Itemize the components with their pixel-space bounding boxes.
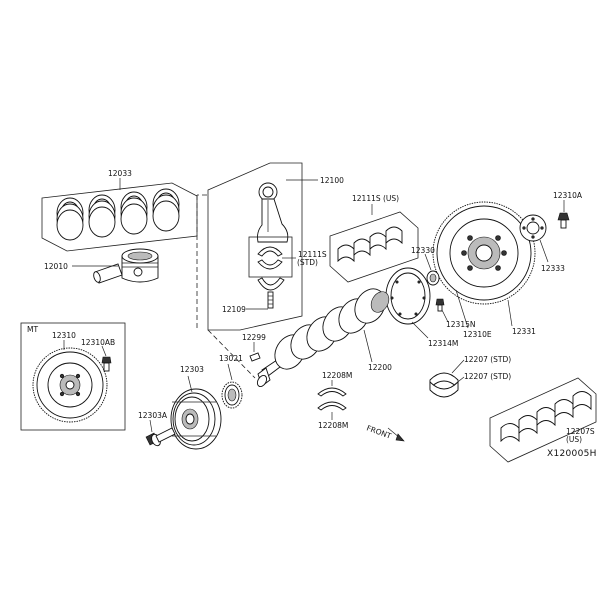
- piston-icon: [121, 248, 159, 283]
- label-12310e: 12310E: [463, 330, 492, 339]
- label-12333: 12333: [541, 264, 565, 273]
- label-12207-std-b: 12207 (STD): [464, 372, 511, 381]
- bolt-12310a-icon: [557, 212, 570, 229]
- pulley-bolt-icon: [145, 427, 176, 447]
- label-12303: 12303: [180, 365, 204, 374]
- label-12208m-a: 12208M: [322, 371, 352, 380]
- label-12111s-us: 12111S (US): [352, 194, 399, 203]
- connecting-rod-icon: [257, 182, 289, 243]
- thrust-washer-icon: [317, 387, 347, 411]
- mt-flywheel-icon: [32, 347, 108, 423]
- label-12010: 12010: [44, 262, 68, 271]
- bolt-12315n-icon: [435, 298, 445, 312]
- rod-bearing-frame: [248, 236, 293, 278]
- bolt-12310ab-icon: [101, 356, 112, 372]
- rod-cap-icon: [257, 277, 285, 309]
- main-bearing-us-set-icon: [500, 391, 592, 443]
- bearing-us-set-icon: [337, 226, 403, 263]
- label-12315n: 12315N: [446, 320, 475, 329]
- crankshaft-icon: [256, 288, 390, 388]
- adapter-plate-icon: [519, 214, 547, 242]
- crank-pulley-icon: [170, 388, 222, 450]
- label-12207s-b: (US): [566, 435, 582, 444]
- rear-plate-icon: [385, 267, 431, 325]
- label-12207s-a: 12207S: [566, 427, 595, 436]
- label-12111s-std-a: 12111S: [298, 250, 327, 259]
- crank-sprocket-icon: [221, 381, 243, 409]
- label-12310a: 12310A: [553, 191, 583, 200]
- mt-label: MT: [27, 325, 38, 334]
- piston-pin-icon: [93, 263, 123, 284]
- oil-seal-icon: [426, 270, 440, 286]
- label-12111s-std-b: (STD): [297, 258, 318, 267]
- front-label: FRONT: [365, 423, 393, 440]
- label-12299: 12299: [242, 333, 266, 342]
- main-bearing-us-frame: [489, 377, 597, 463]
- label-12200: 12200: [368, 363, 392, 372]
- label-13021: 13021: [219, 354, 243, 363]
- label-12033: 12033: [108, 169, 132, 178]
- diagram-ref-code: X120005H: [547, 449, 597, 459]
- label-12208m-b: 12208M: [318, 421, 348, 430]
- label-12330: 12330: [411, 246, 435, 255]
- label-12303a: 12303A: [138, 411, 168, 420]
- drive-plate-icon: [432, 201, 536, 305]
- rod-bearing-icon: [257, 246, 283, 270]
- label-12310: 12310: [52, 331, 76, 340]
- label-12310ab: 12310AB: [81, 338, 115, 347]
- mt-flywheel-frame: [20, 322, 126, 431]
- label-12314m: 12314M: [428, 339, 458, 348]
- piston-ring-set-icon: [56, 188, 180, 241]
- bearing-us-frame: [329, 211, 419, 283]
- front-arrow-icon: [387, 427, 405, 442]
- connecting-rod-frame: [196, 162, 303, 379]
- label-12109: 12109: [222, 305, 246, 314]
- label-12207-std-a: 12207 (STD): [464, 355, 511, 364]
- label-12331: 12331: [512, 327, 536, 336]
- woodruff-key-icon: [249, 352, 261, 362]
- label-12100: 12100: [320, 176, 344, 185]
- main-bearing-std-icon: [429, 372, 459, 398]
